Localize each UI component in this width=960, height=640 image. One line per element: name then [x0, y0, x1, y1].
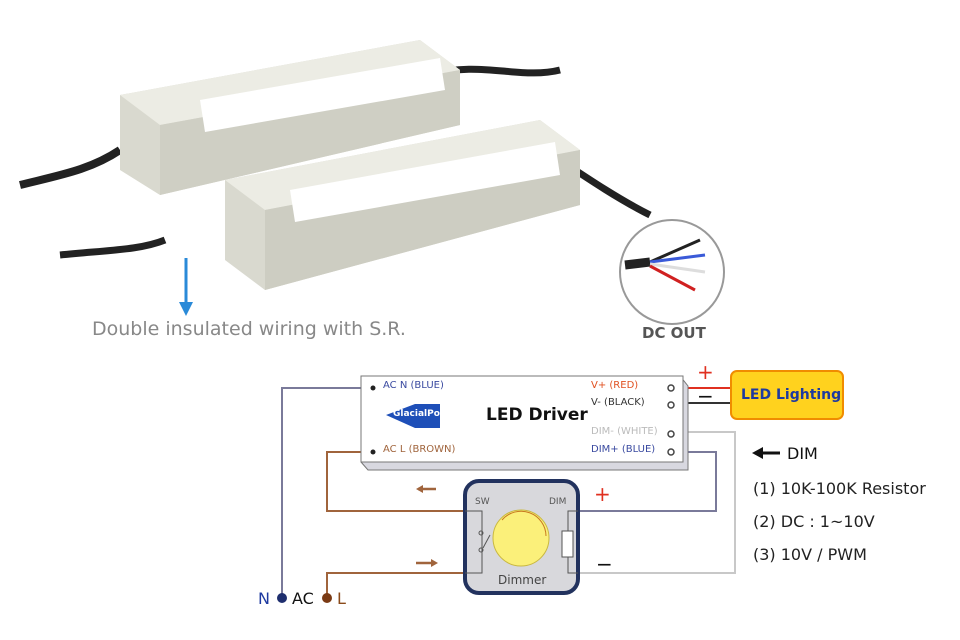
wire-l-to-dimmer	[326, 451, 465, 512]
v-minus-label: V- (BLACK)	[591, 397, 645, 408]
dimmer-plus: +	[594, 482, 611, 506]
mains-l-label: L	[337, 589, 346, 608]
wire-dim-minus	[580, 431, 736, 574]
load-minus: −	[697, 384, 714, 408]
dim-plus-label: DIM+ (BLUE)	[591, 444, 656, 455]
mains-n-label: N	[258, 589, 270, 608]
mains-ac-label: AC	[292, 589, 314, 608]
mains-l-terminal	[322, 593, 332, 603]
dim-legend-title: DIM	[787, 444, 818, 463]
v-plus-label: V+ (RED)	[591, 380, 639, 391]
driver-title: LED Driver	[486, 405, 588, 425]
wire-n	[281, 387, 361, 597]
led-lighting-label: LED Lighting	[741, 387, 842, 403]
dimmer-label: Dimmer	[498, 573, 547, 587]
load-plus: +	[697, 360, 714, 384]
wire-dim-plus	[580, 451, 717, 512]
wire-l-mains	[326, 572, 465, 597]
dc-out-label: DC OUT	[642, 324, 706, 342]
led-driver-photo-front	[225, 120, 580, 290]
led-lighting-box	[730, 370, 844, 420]
led-driver-photo-back	[120, 40, 460, 195]
dim-option-1: (1) 10K-100K Resistor	[753, 479, 926, 498]
dimmer-sw-label: SW	[475, 497, 490, 507]
photo-caption: Double insulated wiring with S.R.	[92, 318, 406, 340]
dc-out-wires-icon	[619, 219, 725, 325]
cable	[19, 146, 123, 189]
dim-minus-label: DIM- (WHITE)	[591, 426, 658, 437]
ac-l-label: AC L (BROWN)	[383, 444, 456, 455]
ac-n-label: AC N (BLUE)	[383, 380, 444, 391]
mains-n-terminal	[277, 593, 287, 603]
brand-logo-text: GlacialPower	[393, 409, 459, 419]
dimmer-minus: −	[596, 552, 613, 576]
cable	[59, 236, 167, 259]
glacialpower-logo	[386, 404, 440, 428]
dimmer-knob[interactable]	[492, 509, 550, 567]
dimmer-box	[463, 479, 580, 595]
dimmer-dim-label: DIM	[549, 497, 567, 507]
led-driver-box	[360, 375, 689, 471]
dim-option-3: (3) 10V / PWM	[753, 545, 867, 564]
dim-option-2: (2) DC : 1~10V	[753, 512, 875, 531]
